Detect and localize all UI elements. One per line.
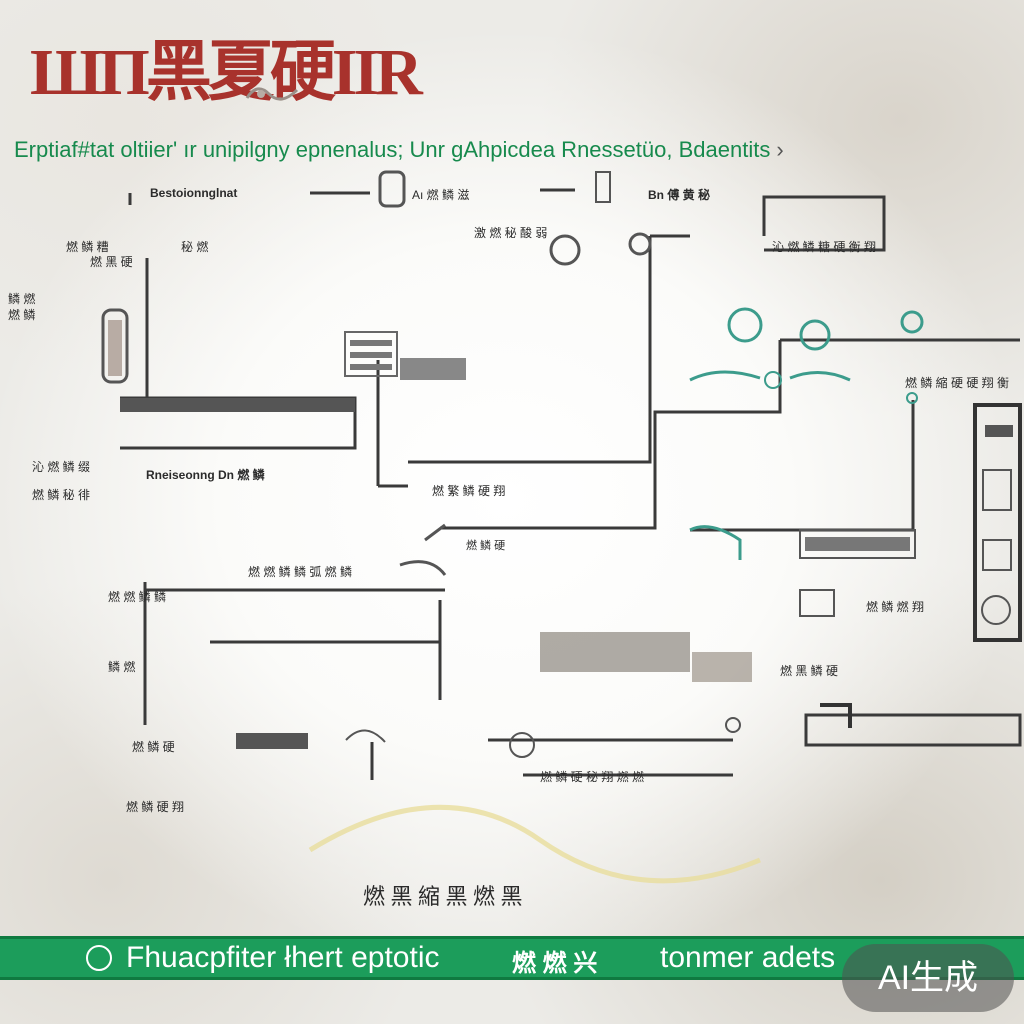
label-base-caption: Rneiseonng Dn 燃 鳞 (146, 468, 265, 482)
top-mid-component (378, 170, 406, 208)
wire-center-right (408, 236, 652, 464)
center-panel-component (344, 331, 398, 377)
wire-lower-center (440, 340, 782, 530)
label-far-left-2: 燃 鳞 (8, 308, 36, 322)
label-bottom-left-1: 燃 燃 鳞 鳞 (108, 590, 167, 604)
footer-caption: 燃 黑 縮 黑 燃 黑 (363, 884, 523, 909)
label-far-left-1: 鳞 燃 (8, 292, 36, 306)
footer-bar-cn: 燃 燃 兴 (512, 950, 598, 977)
label-right-box: 沁 燃 鳞 糖 硬 衡 翔 (772, 240, 877, 254)
label-bottom-left-3: 燃 鳞 硬 (132, 740, 175, 754)
label-top-left-header: Bestoionnglnat (150, 186, 238, 200)
diagram-subtitle: Erptiaf#tat oltiier' ır unipilgny epnena… (14, 137, 1014, 163)
ai-generated-watermark: AI生成 (842, 944, 1014, 1012)
wire-right-vertical (690, 400, 915, 532)
sensor-icon (549, 234, 581, 266)
right-lower-module (799, 529, 916, 559)
label-top-mid: Aı 燃 鳞 滋 (412, 188, 470, 202)
diagram-title: ШП黑夏硬IIR (30, 36, 423, 109)
footer-bar-text: Fhuacpfiter łhert eptotic (126, 941, 440, 974)
footer-bar-text-2: tonmer adets (660, 941, 836, 974)
label-bottom-left-2: 鳞 燃 (108, 660, 136, 674)
label-center: 燃 繁 鳞 硬 翔 (432, 484, 506, 498)
label-left-2: 燃 黑 硬 (90, 255, 133, 269)
decorative-glow (308, 804, 761, 884)
label-center-2: 燃 鳞 硬 (466, 540, 506, 552)
label-left-mid-2: 燃 鳞 秘 徘 (32, 488, 91, 502)
left-base-block (120, 398, 355, 412)
label-right-low: 燃 黑 鳞 硬 (780, 664, 839, 678)
label-top-mid-2: 激 燃 秘 酸 弱 (474, 226, 548, 240)
top-right-component (595, 171, 611, 203)
label-right-mid: 燃 鳞 燃 翔 (866, 600, 925, 614)
right-side-panel (973, 403, 1022, 642)
label-left-mid-1: 沁 燃 鳞 缀 (32, 460, 91, 474)
label-left-1: 燃 鳞 糟 (66, 240, 109, 254)
bottom-left-module (236, 733, 308, 749)
connection-lines (120, 188, 1022, 780)
wire-right-bottom (804, 713, 1022, 747)
copyright-icon (86, 945, 112, 971)
bottom-center-module (540, 632, 690, 672)
label-mid-left-row: 燃 燃 鳞 鳞 弧 燃 鳞 (248, 565, 353, 579)
label-bottom-mid: 燃 鳞 硬 秘 翔 燃 燃 (540, 770, 645, 784)
left-capsule-component (101, 308, 129, 384)
title-ornament-icon (245, 87, 299, 101)
bottom-valve-icon (509, 732, 535, 758)
label-left-3: 秘 燃 (181, 240, 209, 254)
teal-gear-icon (799, 319, 831, 351)
label-top-right: Bn 傅 黄 秘 (648, 188, 710, 202)
teal-pipe-component (689, 525, 742, 560)
label-right-bottom: 燃 鳞 硬 翔 (126, 800, 185, 814)
center-indicator-strip (400, 358, 466, 380)
component-blocks (101, 170, 1022, 884)
wire-right-top-box (762, 195, 886, 252)
subtitle-arrow-icon: › (776, 137, 784, 162)
subtitle-text: Erptiaf#tat oltiier' ır unipilgny epnena… (14, 137, 771, 162)
label-right-row: 燃 鳞 縮 硬 硬 翔 衡 (905, 376, 1010, 390)
